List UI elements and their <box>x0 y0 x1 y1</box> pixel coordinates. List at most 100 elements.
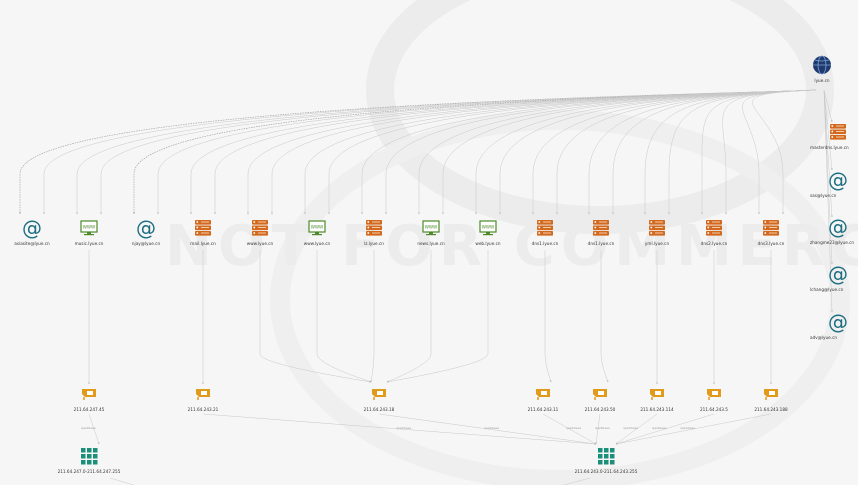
node-label: sas@lyue.cn <box>810 193 837 198</box>
host-node[interactable]: dns1.lyue.cn <box>588 220 615 246</box>
globe-icon <box>813 55 831 75</box>
node-label: njay@lyue.cn <box>132 241 161 246</box>
ip-icon <box>764 389 778 400</box>
email-icon: @ <box>828 168 848 192</box>
edge-root-right <box>823 89 833 123</box>
right-column-node[interactable]: @zhangme23@lyue.cn <box>810 215 854 245</box>
edge-host-ip <box>544 250 552 383</box>
host-node[interactable]: @njay@lyue.cn <box>132 216 161 246</box>
dns-icon <box>763 220 779 236</box>
svg-text:WWW: WWW <box>311 225 323 230</box>
edge-label: ipaddress <box>81 426 96 430</box>
host-node[interactable]: lz.lyue.cn <box>364 220 384 246</box>
node-label: adv@lyue.cn <box>810 335 837 340</box>
node-label: 211.64.243.50 <box>585 407 616 412</box>
edge-label: ipaddress <box>397 426 412 430</box>
node-label: 211.64.247.0-211.64.247.255 <box>58 469 121 474</box>
node-label: 211.64.243.114 <box>640 407 674 412</box>
node-label: 211.64.247.45 <box>74 407 105 412</box>
edge-offscreen <box>562 477 591 485</box>
node-label: news.lyue.cn <box>417 241 445 246</box>
host-node[interactable]: dns2.lyue.cn <box>701 220 728 246</box>
edge-label: ipaddress <box>595 426 610 430</box>
node-label: dns2.lyue.cn <box>701 241 728 246</box>
host-node[interactable]: dns1.lyue.cn <box>532 220 559 246</box>
node-label: www.lyue.cn <box>247 241 274 246</box>
right-column-node[interactable]: @adv@lyue.cn <box>810 310 848 340</box>
ip-address-node[interactable]: 211.64.247.45 <box>74 389 105 412</box>
edge-host-ip <box>316 250 372 383</box>
right-column-node[interactable]: @sas@lyue.cn <box>810 168 848 198</box>
edge-label: ipaddress <box>567 426 582 430</box>
node-label: masterdns.lyue.cn <box>810 145 849 150</box>
dns-icon <box>593 220 609 236</box>
node-label: 211.64.243.5 <box>700 407 728 412</box>
edge-host-ip <box>386 250 489 383</box>
svg-text:@: @ <box>828 310 848 334</box>
ip-icon <box>650 389 664 400</box>
svg-text:@: @ <box>828 168 848 192</box>
host-node[interactable]: dns3.lyue.cn <box>758 220 785 246</box>
ip-address-node[interactable]: 211.64.243.5 <box>700 389 728 412</box>
right-column-node[interactable]: masterdns.lyue.cn <box>810 124 849 150</box>
edge-ip-netblock <box>615 413 772 445</box>
host-node[interactable]: yml.lyue.cn <box>645 220 670 246</box>
website-icon: WWW <box>308 220 326 236</box>
ip-address-node[interactable]: 211.64.243.18 <box>364 389 395 412</box>
edge-ip-netblock <box>378 413 597 445</box>
website-icon: WWW <box>80 220 98 236</box>
node-label: music.lyue.cn <box>75 241 104 246</box>
host-node[interactable]: WWW www.lyue.cn <box>304 220 331 246</box>
dns-icon <box>195 220 211 236</box>
website-icon: WWW <box>479 220 497 236</box>
website-icon: WWW <box>422 220 440 236</box>
host-node[interactable]: www.lyue.cn <box>247 220 274 246</box>
svg-text:@: @ <box>136 216 156 240</box>
ip-address-node[interactable]: 211.64.243.21 <box>188 389 219 412</box>
edge-ip-netblock <box>615 413 658 445</box>
ip-icon <box>196 389 210 400</box>
right-column-node[interactable]: @lchang@lyue.cn <box>810 262 848 292</box>
netblock-node[interactable]: 211.64.243.0-211.64.243.255 <box>575 448 638 474</box>
ip-address-node[interactable]: 211.64.243.188 <box>754 389 788 412</box>
ip-address-node[interactable]: 211.64.243.11 <box>528 389 559 412</box>
ip-address-node[interactable]: 211.64.243.114 <box>640 389 674 412</box>
node-label: zhangme23@lyue.cn <box>810 240 854 245</box>
svg-text:WWW: WWW <box>425 225 437 230</box>
edge-offscreen <box>109 477 135 485</box>
ip-icon <box>536 389 550 400</box>
svg-text:WWW: WWW <box>83 225 95 230</box>
netblock-icon <box>598 448 615 465</box>
node-label: 211.64.243.11 <box>528 407 559 412</box>
edge-ip-netblock <box>88 413 100 445</box>
netblock-node[interactable]: 211.64.247.0-211.64.247.255 <box>58 448 121 474</box>
node-label: yml.lyue.cn <box>645 241 670 246</box>
netblock-icon <box>81 448 98 465</box>
svg-text:@: @ <box>22 216 42 240</box>
edge-root-right <box>823 89 833 313</box>
node-label: asiasite@lyue.cn <box>14 241 50 246</box>
edge-root-row1 <box>752 89 817 215</box>
node-label: dns1.lyue.cn <box>532 241 559 246</box>
svg-text:WWW: WWW <box>482 225 494 230</box>
node-label: 211.64.243.188 <box>754 407 788 412</box>
edge-label: ipaddress <box>485 426 500 430</box>
host-node[interactable]: WWW music.lyue.cn <box>75 220 104 246</box>
node-label: lz.lyue.cn <box>364 241 384 246</box>
email-icon: @ <box>828 262 848 286</box>
ip-address-node[interactable]: 211.64.243.50 <box>585 389 616 412</box>
host-node[interactable]: mail.lyue.cn <box>190 220 216 246</box>
host-node[interactable]: @asiasite@lyue.cn <box>14 216 50 246</box>
edge-root-row1 <box>132 89 817 215</box>
edge-root-row1 <box>475 89 817 215</box>
host-node[interactable]: WWW news.lyue.cn <box>417 220 445 246</box>
edge-root-right <box>823 89 833 218</box>
node-label: lchang@lyue.cn <box>810 287 844 292</box>
root-domain-node[interactable]: lyue.cn <box>813 55 831 83</box>
node-label: mail.lyue.cn <box>190 241 216 246</box>
node-label: dns3.lyue.cn <box>758 241 785 246</box>
node-label: www.lyue.cn <box>304 241 331 246</box>
node-layer: lyue.cn@asiasite@lyue.cnWWWmusic.lyue.cn… <box>14 55 854 474</box>
edge-root-right <box>823 89 833 265</box>
